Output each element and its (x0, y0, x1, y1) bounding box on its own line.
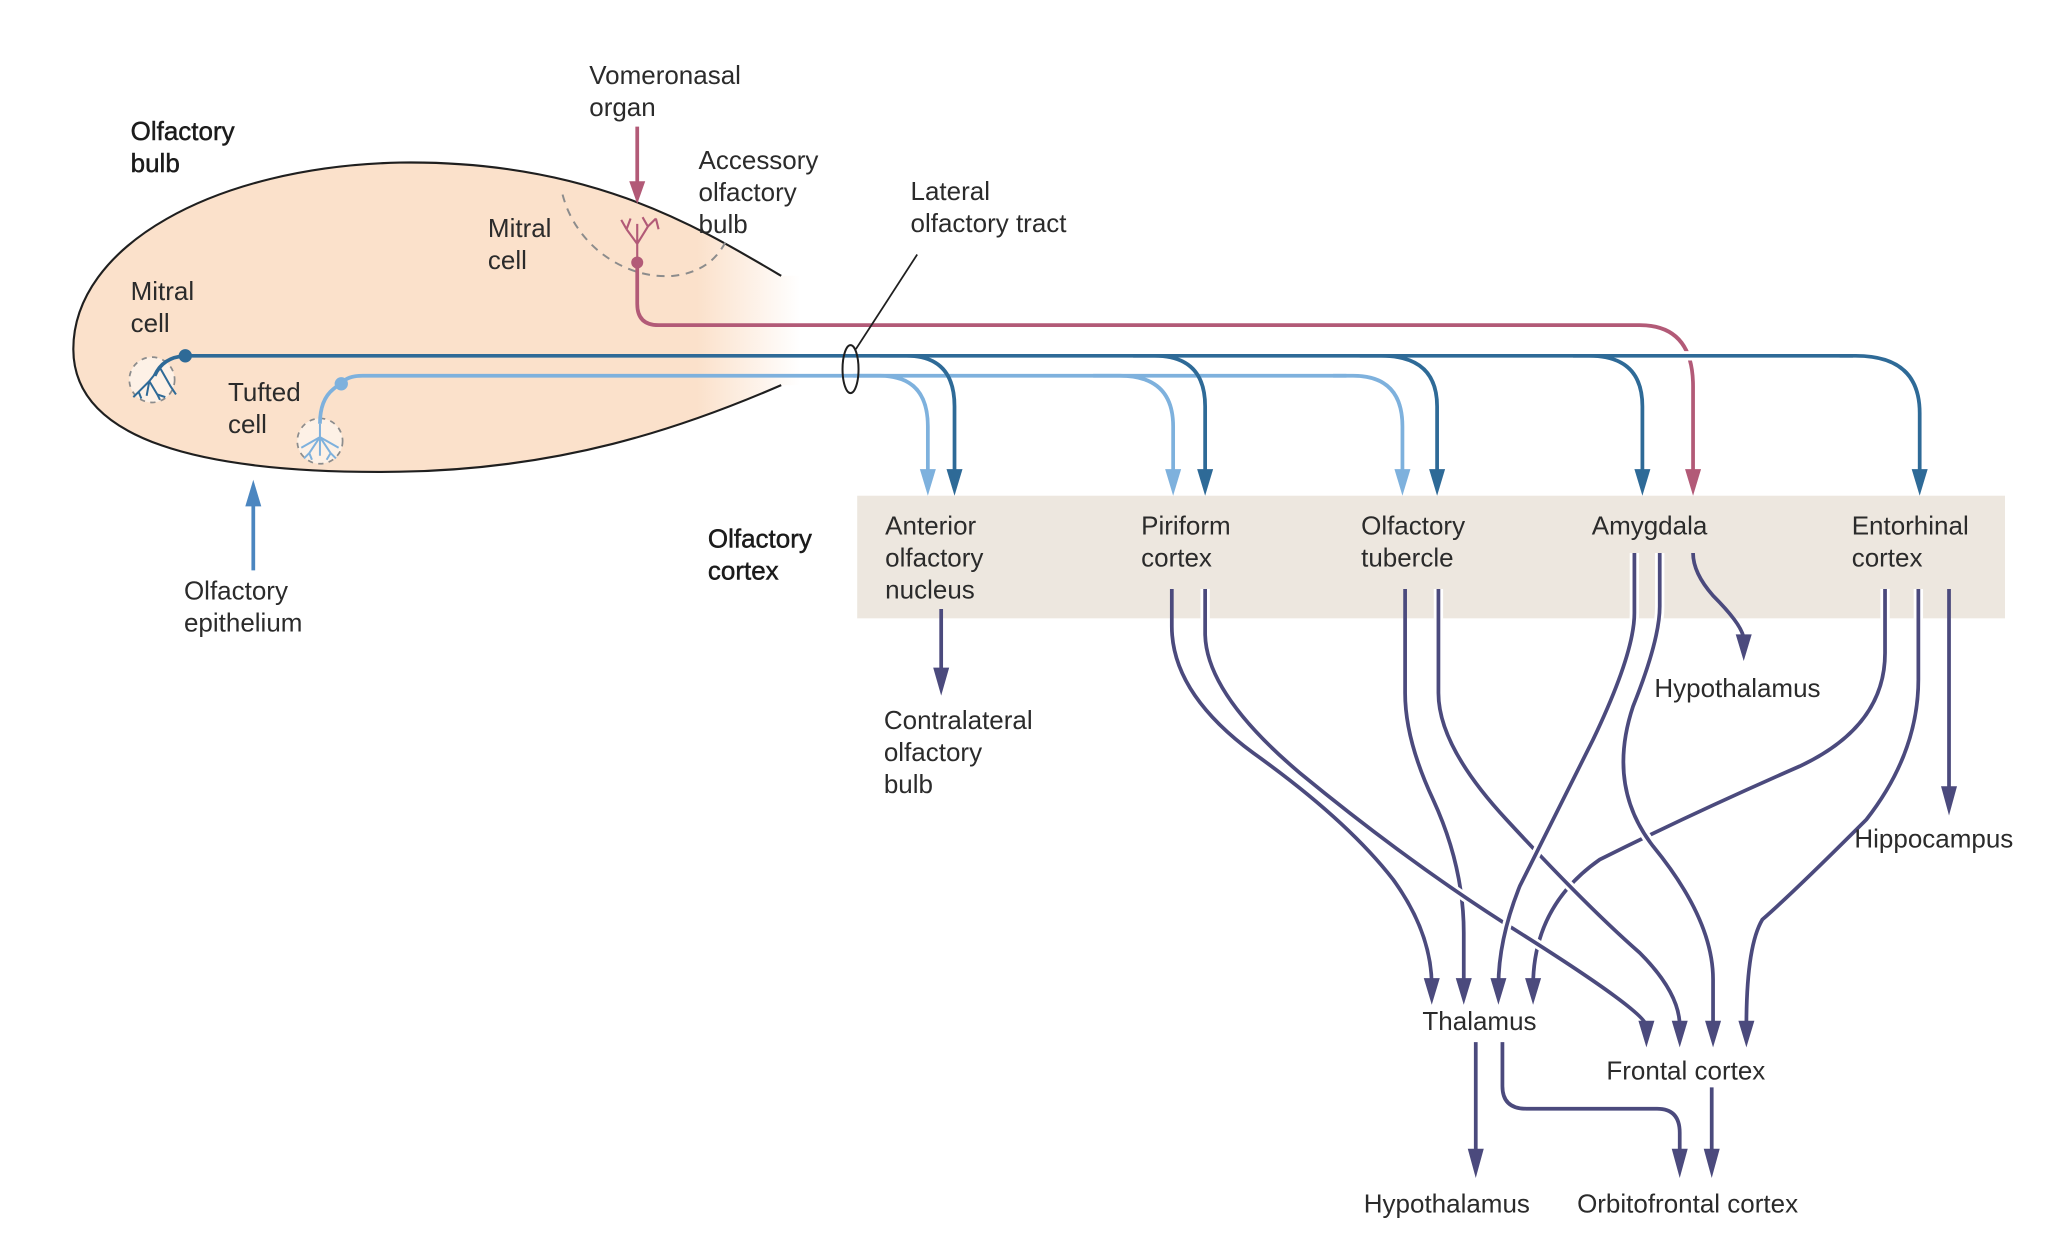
arrowhead-hypothalamus-2 (1467, 1148, 1484, 1179)
vomeronasal-axon (635, 262, 1695, 475)
hypothalamus-amygdala-target-label: Hypothalamus (1654, 673, 1820, 703)
olfactory-bulb-outline (72, 161, 782, 473)
tufted-axon-main (339, 373, 1347, 385)
arrowhead-thalamus-2 (1455, 978, 1472, 1005)
mitral-to-tubercle (1359, 353, 1439, 475)
hypothalamus-thalamus-target-label: Hypothalamus (1364, 1189, 1530, 1219)
olfactory-cortex-band (857, 495, 2006, 619)
accessory-bulb-boundary (561, 194, 728, 278)
epithelium-arrowhead (245, 479, 262, 507)
labels: Olfactory bulb Vomeronasal organ Accesso… (130, 60, 2013, 1219)
entorhinal-to-frontal (1744, 589, 1921, 1027)
arrowhead-frontal-3 (1705, 1020, 1722, 1048)
olfactory-cortex-label: Olfactory cortex (708, 524, 819, 586)
arrowhead-thalamus-4 (1525, 978, 1542, 1005)
thalamus-to-orbitofrontal (1500, 1042, 1682, 1155)
tufted-cell-dendrites (300, 423, 340, 461)
mitral-arrowhead-anterior (946, 469, 963, 496)
olfactory-bulb-label: Olfactory bulb (131, 116, 242, 178)
tubercle-to-thalamus (1403, 589, 1466, 987)
accessory-mitral-cell-dendrites (620, 216, 660, 262)
piriform-to-frontal (1203, 589, 1649, 1027)
lateral-olfactory-tract-pointer (855, 254, 918, 350)
piriform-to-thalamus (1169, 589, 1434, 987)
arrowhead-hippocampus (1941, 786, 1958, 816)
vomeronasal-to-amygdala-arrowhead (1685, 469, 1702, 496)
entorhinal-cortex-label: Entorhinal cortex (1852, 510, 1976, 572)
tufted-arrowhead-tubercle (1394, 469, 1411, 496)
olfactory-bulb-fill (73, 162, 800, 472)
lateral-olfactory-tract-label: Lateral olfactory tract (911, 176, 1068, 238)
arrowhead-frontal-1 (1638, 1020, 1655, 1048)
frontal-cortex-label: Frontal cortex (1606, 1055, 1765, 1085)
orbitofrontal-cortex-label: Orbitofrontal cortex (1577, 1189, 1798, 1219)
olfactory-epithelium-label: Olfactory epithelium (184, 576, 302, 638)
accessory-olfactory-bulb-label: Accessory olfactory bulb (699, 145, 826, 239)
mitral-arrowhead-piriform (1197, 469, 1214, 496)
accessory-mitral-cell-label: Mitral cell (488, 213, 559, 275)
arrowhead-hypothalamus-1 (1735, 634, 1752, 661)
thalamus-label: Thalamus (1422, 1006, 1536, 1036)
lateral-olfactory-tract-ring (841, 344, 860, 395)
arrowhead-frontal-2 (1671, 1020, 1688, 1048)
mitral-to-piriform (1133, 353, 1208, 475)
anterior-olfactory-nucleus-label: Anterior olfactory nucleus (885, 510, 990, 604)
arrowhead-thalamus-1 (1423, 978, 1440, 1005)
mitral-to-amygdala (1573, 353, 1645, 475)
piriform-cortex-label: Piriform cortex (1141, 510, 1238, 572)
contralateral-olfactory-bulb-label: Contralateral olfactory bulb (884, 705, 1040, 799)
mitral-arrowhead-entorhinal (1911, 469, 1928, 496)
mitral-cell-label: Mitral cell (131, 276, 202, 338)
vomeronasal-pathway (620, 126, 1702, 496)
tubercle-to-frontal (1436, 589, 1682, 1027)
tufted-arrowhead-anterior (919, 469, 936, 496)
mitral-arrowhead-tubercle (1429, 469, 1446, 496)
arrowhead-contralateral (933, 667, 950, 696)
arrowhead-thalamus-3 (1490, 978, 1507, 1005)
entorhinal-to-thalamus (1531, 589, 1887, 987)
tufted-cell-label: Tufted cell (228, 377, 308, 439)
amygdala-to-thalamus (1496, 553, 1637, 987)
amygdala-to-frontal (1621, 553, 1715, 1027)
cortical-projections (933, 552, 1958, 1179)
arrowhead-orbitofrontal-1 (1671, 1148, 1688, 1179)
arrowhead-frontal-4 (1738, 1020, 1755, 1048)
tufted-pathway (300, 373, 1411, 496)
amygdala-to-hypothalamus (1691, 552, 1746, 640)
amygdala-label: Amygdala (1592, 510, 1708, 540)
mitral-pathway (132, 349, 1928, 496)
tufted-to-tubercle (1333, 373, 1405, 475)
tufted-to-anterior-nucleus (853, 373, 930, 475)
olfactory-bulb (72, 161, 800, 473)
mitral-to-entorhinal (1839, 353, 1922, 475)
hippocampus-label: Hippocampus (1854, 824, 2013, 854)
tufted-arrowhead-piriform (1165, 469, 1182, 496)
vomeronasal-arrowhead (629, 181, 646, 204)
vomeronasal-organ-label: Vomeronasal organ (589, 60, 748, 122)
arrowhead-orbitofrontal-2 (1703, 1148, 1720, 1179)
mitral-arrowhead-amygdala (1634, 469, 1651, 496)
mitral-to-anterior-nucleus (879, 353, 957, 475)
olfactory-tubercle-label: Olfactory tubercle (1361, 510, 1472, 572)
tufted-to-piriform (1093, 373, 1176, 475)
